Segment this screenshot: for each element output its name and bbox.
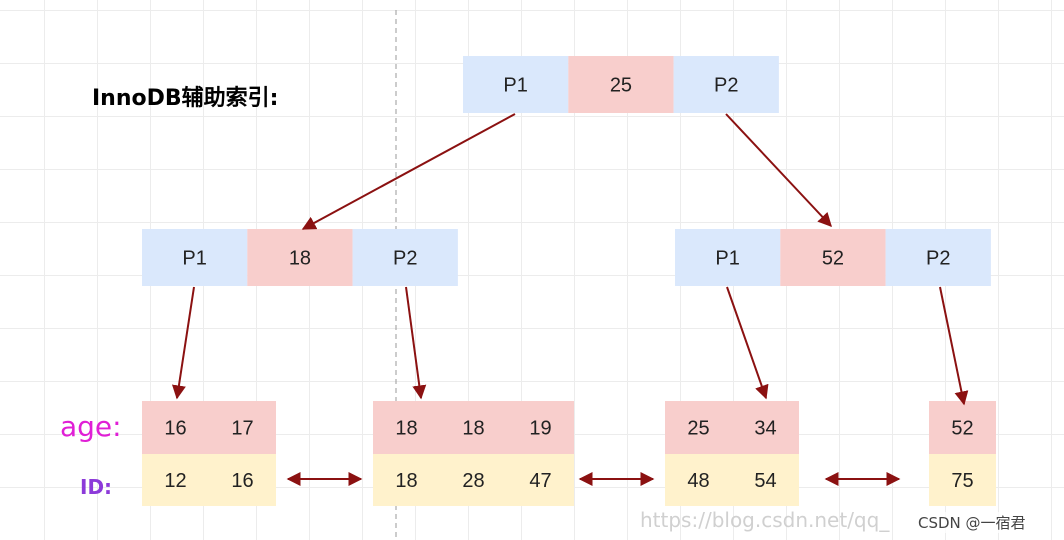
left-p1-arrow [171,286,195,400]
leaf-1-age-cell-text: 17 [231,418,253,440]
leaf-1-id-cell-text: 12 [164,470,186,492]
leaf-2-age-cell-text: 18 [462,418,484,440]
id-row-label: ID: [80,475,113,499]
leaf-2-id-cell: 28 [440,454,507,506]
leaf-2-id-cell: 18 [373,454,440,506]
leaf-3-id-cell: 48 [665,454,732,506]
right-p1-arrow [726,286,769,400]
leaf-3-id-cell-text: 54 [754,470,776,492]
leaf-2-id-cell-text: 18 [395,470,417,492]
leaf-3-age-cell: 34 [732,401,799,454]
leaf-2-id-cell-text: 47 [529,470,551,492]
leaf-4-id-cell-text: 75 [951,470,973,492]
leaf-4-age-cell-text: 52 [951,418,973,440]
internal-node-left-key-cell-text: 18 [289,248,311,270]
leaf-3-age-cell-text: 25 [687,418,709,440]
leaf-4-age-cell: 52 [929,401,996,454]
leaf-2-age-cell: 18 [373,401,440,454]
leaf-1-age-cell: 16 [142,401,209,454]
leaf-3-id-cell-text: 48 [687,470,709,492]
root-node-key-cell-text: 25 [610,75,632,97]
leaf-2-age-cell: 19 [507,401,574,454]
internal-node-right-pointer-cell-p2-text: P2 [926,248,950,270]
internal-node-left-pointer-cell-p1-text: P1 [182,248,206,270]
root-node-pointer-cell-p2-text: P2 [714,75,738,97]
diagram-title: InnoDB辅助索引: [92,86,279,111]
leaf-2-id-cell: 47 [507,454,574,506]
internal-node-right-pointer-cell-p2: P2 [885,229,991,286]
internal-node-right-key-cell: 52 [780,229,886,286]
internal-node-right-key-cell-text: 52 [822,248,844,270]
leaf-2-age-cell-text: 18 [395,418,417,440]
tree-arrows [171,113,969,486]
leaf-1-id-cell-text: 16 [231,470,253,492]
leaf-3-age-cell-text: 34 [754,418,776,440]
internal-node-left-pointer-cell-p2-text: P2 [393,248,417,270]
credit-label: CSDN @一宿君 [918,512,1026,533]
age-row-label: age: [60,410,122,443]
internal-node-left-pointer-cell-p2: P2 [352,229,458,286]
internal-node-right-pointer-cell-p1-text: P1 [715,248,739,270]
leaf-1-age-cell: 17 [209,401,276,454]
right-p2-arrow [939,286,969,406]
root-node-pointer-cell-p1: P1 [463,56,569,113]
root-p1-arrow [301,113,516,230]
root-node-key-cell: 25 [568,56,674,113]
internal-node-right-pointer-cell-p1: P1 [675,229,781,286]
internal-node-left-key-cell: 18 [247,229,353,286]
watermark: https://blog.csdn.net/qq_ [640,508,890,532]
leaf-4-id-cell: 75 [929,454,996,506]
internal-node-left-pointer-cell-p1: P1 [142,229,248,286]
leaf-1-age-cell-text: 16 [164,418,186,440]
leaf-3-age-cell: 25 [665,401,732,454]
root-node-pointer-cell-p2: P2 [673,56,779,113]
leaf-2-age-cell-text: 19 [529,418,551,440]
leaf-3-id-cell: 54 [732,454,799,506]
leaf-1-id-cell: 12 [142,454,209,506]
root-p2-arrow [725,113,832,228]
leaf-1-id-cell: 16 [209,454,276,506]
leaf-2-age-cell: 18 [440,401,507,454]
leaf-2-id-cell-text: 28 [462,470,484,492]
left-p2-arrow [405,286,427,400]
root-node-pointer-cell-p1-text: P1 [503,75,527,97]
